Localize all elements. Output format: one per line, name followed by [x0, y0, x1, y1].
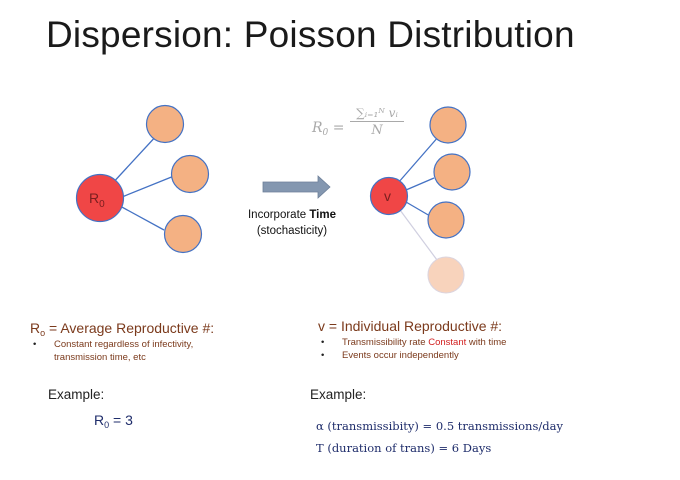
arrow-caption-bold: Time [309, 209, 336, 221]
svg-text:R0: R0 [89, 190, 105, 210]
r0-heading-prefix: R [30, 320, 41, 336]
v-bullet-2: Events occur independently [318, 350, 618, 363]
left-leaf-node-2 [170, 154, 210, 194]
slide-title: Dispersion: Poisson Distribution [46, 14, 575, 55]
arrow-caption-prefix: Incorporate [247, 209, 310, 221]
formula-lhs: R [312, 120, 323, 136]
r0-value-sub: 0 [104, 420, 110, 430]
left-center-label-sub: 0 [99, 199, 105, 210]
r0-heading: Ro = Average Reproductive #: [30, 320, 214, 338]
right-edge-faded [399, 209, 438, 261]
formula-denominator: N [371, 123, 383, 138]
left-edge-1 [109, 133, 159, 187]
left-edge-2 [121, 175, 175, 198]
right-edge-3 [405, 201, 431, 217]
formula-numerator: ∑ᵢ₌₁ᴺ vᵢ [350, 106, 404, 122]
r0-example-value: R0 = 3 [94, 412, 133, 430]
left-edge-3 [119, 205, 165, 231]
formula-lhs-sub: 0 [322, 128, 329, 138]
left-center-node [75, 173, 125, 223]
formula-equals: = [328, 120, 345, 136]
v-bullets: Transmissibility rate Constant with time… [318, 337, 618, 362]
right-edge-2 [405, 177, 435, 191]
r0-heading-rest: = Average Reproductive #: [45, 320, 215, 336]
right-center-node [369, 176, 409, 216]
duration-line: T (duration of trans) = 6 Days [316, 441, 492, 455]
transmissibility-line: α (transmissibity) = 0.5 transmissions/d… [316, 419, 563, 433]
r0-value-rest: = 3 [109, 412, 133, 428]
v-bullet-1: Transmissibility rate Constant with time [318, 337, 618, 350]
left-leaf-node-1 [145, 104, 185, 144]
left-center-label: R [89, 190, 99, 206]
v-bullet-1-suffix: with time [466, 337, 507, 348]
v-bullet-1-highlight: Constant [428, 337, 467, 348]
r0-value-prefix: R [94, 412, 105, 428]
right-leaf-node-faded [427, 256, 465, 294]
right-leaf-node-1 [429, 106, 467, 144]
r0-heading-sub: o [40, 328, 46, 338]
arrow-shape [262, 175, 331, 199]
right-example-label: Example: [310, 387, 367, 402]
left-leaf-node-3 [163, 214, 203, 254]
right-edge-1 [397, 135, 440, 184]
v-heading: v = Individual Reproductive #: [318, 318, 503, 334]
r0-bullet-1: Constant regardless of infectivity, [30, 339, 290, 352]
right-leaf-node-2 [433, 153, 471, 191]
left-example-label: Example: [48, 387, 105, 402]
r0-bullets: Constant regardless of infectivity, tran… [30, 339, 290, 364]
arrow-caption: Incorporate Time (stochasticity) [228, 207, 356, 239]
right-center-label: v [384, 188, 391, 204]
v-bullet-1-prefix: Transmissibility rate [342, 337, 429, 348]
right-leaf-node-3 [427, 201, 465, 239]
r0-bullet-1-cont: transmission time, etc [54, 351, 146, 363]
arrow-caption-line2: (stochasticity) [256, 225, 328, 237]
